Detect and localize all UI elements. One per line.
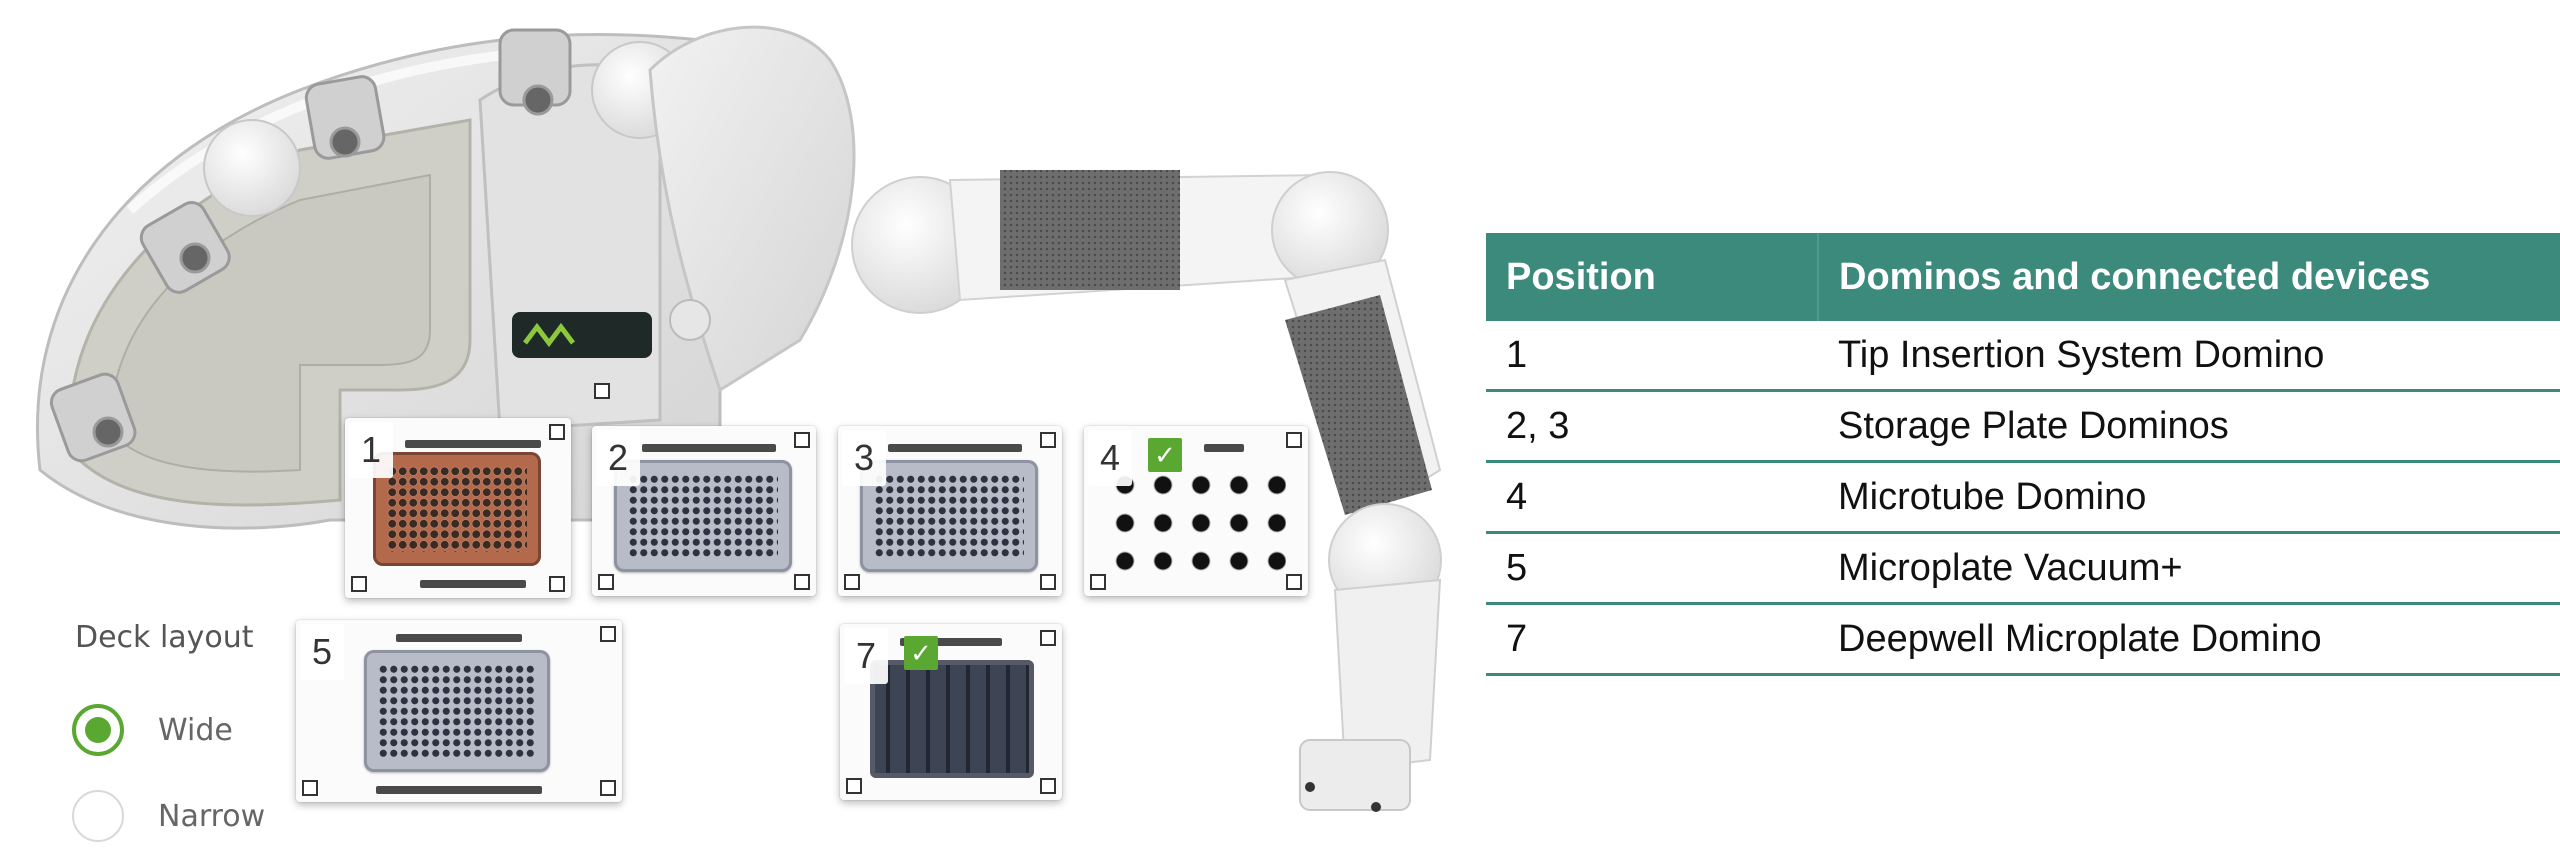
corner-marker xyxy=(549,424,565,440)
corner-marker xyxy=(598,574,614,590)
storage-plate xyxy=(614,460,792,572)
cell-device: Storage Plate Dominos xyxy=(1818,390,2560,463)
table-row: 2, 3 Storage Plate Dominos xyxy=(1486,390,2560,463)
positions-table: Position Dominos and connected devices 1… xyxy=(1486,233,2560,676)
corner-marker xyxy=(794,432,810,448)
radio-label-narrow: Narrow xyxy=(158,798,266,834)
position-label: 7 xyxy=(844,628,888,684)
corner-marker xyxy=(846,778,862,794)
plate-rail xyxy=(376,786,542,794)
corner-marker xyxy=(1286,574,1302,590)
corner-marker xyxy=(351,576,367,592)
corner-marker xyxy=(1040,574,1056,590)
plate-rail xyxy=(900,638,1002,646)
corner-marker xyxy=(1286,432,1302,448)
deck-layout-option-narrow[interactable]: Narrow xyxy=(72,790,265,842)
corner-marker xyxy=(1040,432,1056,448)
cell-position: 4 xyxy=(1486,461,1818,534)
position-label: 2 xyxy=(596,430,640,486)
position-label: 3 xyxy=(842,430,886,486)
position-label: 4 xyxy=(1088,430,1132,486)
plate-rail xyxy=(420,580,526,588)
cell-device: Microplate Vacuum+ xyxy=(1818,532,2560,605)
tip-rack-plate xyxy=(373,452,541,566)
microtube-rack xyxy=(1106,466,1286,574)
corner-marker xyxy=(1040,630,1056,646)
deck-position-4[interactable]: 4 ✓ xyxy=(1084,426,1308,596)
corner-marker xyxy=(302,780,318,796)
plate-rail xyxy=(1204,444,1244,452)
table-row: 7 Deepwell Microplate Domino xyxy=(1486,603,2560,676)
cell-position: 1 xyxy=(1486,321,1818,392)
deck-layout-title: Deck layout xyxy=(75,620,254,655)
cell-device: Deepwell Microplate Domino xyxy=(1818,603,2560,676)
table-row: 4 Microtube Domino xyxy=(1486,461,2560,534)
cell-device: Microtube Domino xyxy=(1818,461,2560,534)
deck-position-1[interactable]: 1 xyxy=(345,418,571,598)
radio-narrow[interactable] xyxy=(72,790,124,842)
radio-label-wide: Wide xyxy=(158,712,233,748)
corner-marker xyxy=(794,574,810,590)
corner-marker xyxy=(600,626,616,642)
corner-marker xyxy=(1040,778,1056,794)
header-devices: Dominos and connected devices xyxy=(1818,233,2560,321)
deck-position-3[interactable]: 3 xyxy=(838,426,1062,596)
corner-marker xyxy=(1090,574,1106,590)
cell-position: 2, 3 xyxy=(1486,390,1818,463)
base-grippers xyxy=(49,28,572,463)
deepwell-plate xyxy=(870,660,1034,778)
storage-plate xyxy=(860,460,1038,572)
position-label: 5 xyxy=(300,624,344,680)
corner-marker xyxy=(600,780,616,796)
plate-rail xyxy=(396,634,522,642)
deck-position-5[interactable]: 5 xyxy=(296,620,622,802)
check-icon: ✓ xyxy=(1148,438,1182,472)
robot-arm xyxy=(648,25,1442,812)
cell-device: Tip Insertion System Domino xyxy=(1818,321,2560,392)
plate-rail xyxy=(888,444,1022,452)
corner-marker xyxy=(549,576,565,592)
check-icon: ✓ xyxy=(904,636,938,670)
table-header-row: Position Dominos and connected devices xyxy=(1486,233,2560,321)
position-label: 1 xyxy=(349,422,393,478)
deck-layout-option-wide[interactable]: Wide xyxy=(72,704,233,756)
cell-position: 5 xyxy=(1486,532,1818,605)
table-row: 1 Tip Insertion System Domino xyxy=(1486,321,2560,392)
corner-marker xyxy=(844,574,860,590)
plate-rail xyxy=(405,440,541,448)
robot-logo-plate xyxy=(512,312,652,399)
header-position: Position xyxy=(1486,233,1819,321)
radio-wide[interactable] xyxy=(72,704,124,756)
microplate-vacuum xyxy=(364,650,550,772)
deck-position-2[interactable]: 2 xyxy=(592,426,816,596)
deck-position-7[interactable]: 7 ✓ xyxy=(840,624,1062,800)
table-row: 5 Microplate Vacuum+ xyxy=(1486,532,2560,605)
plate-rail xyxy=(642,444,776,452)
cell-position: 7 xyxy=(1486,603,1818,676)
